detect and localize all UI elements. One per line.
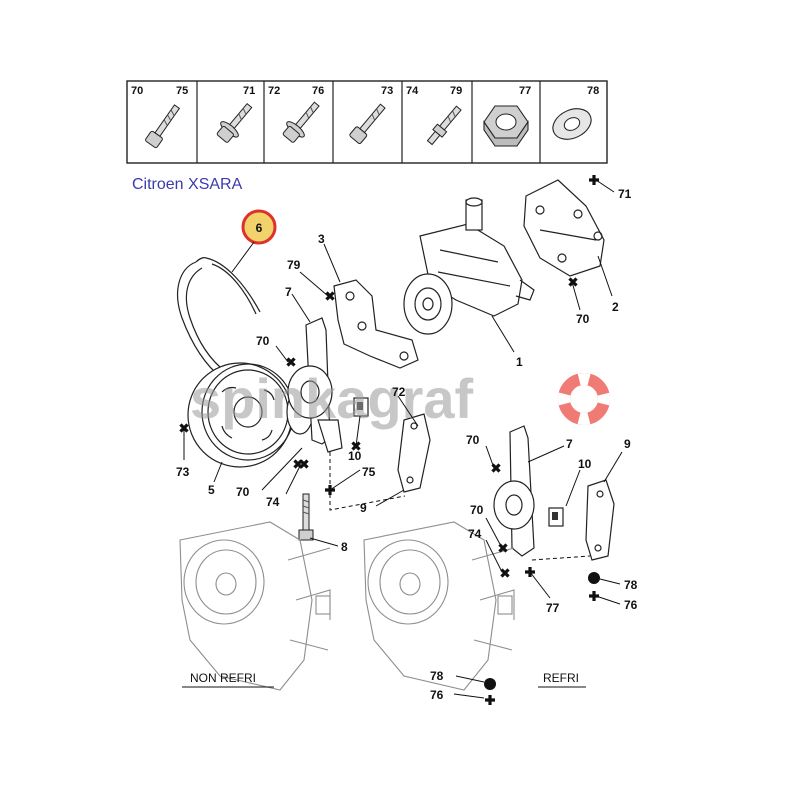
cross-marker-10	[491, 463, 501, 473]
watermark-text: spinkagraf	[190, 367, 474, 430]
callout-9-right: 9	[624, 437, 631, 451]
cross-marker-2	[325, 291, 335, 301]
leader-lines	[183, 179, 623, 699]
fastener-markers	[179, 175, 600, 705]
callout-3: 3	[318, 232, 325, 246]
header-box-3-right: 76	[312, 85, 324, 97]
header-box-7-right: 78	[587, 85, 599, 97]
callout-78-bottom: 78	[430, 669, 444, 683]
lifebuoy-icon	[558, 373, 610, 425]
callout-73: 73	[176, 465, 190, 479]
callout-79: 79	[287, 258, 301, 272]
cross-marker-3	[286, 357, 296, 367]
callout-10-left: 10	[348, 449, 362, 463]
cross-marker-1	[589, 175, 599, 185]
callout-74-left: 74	[266, 495, 280, 509]
power-steering-pump	[403, 197, 535, 335]
callout-8: 8	[341, 540, 348, 554]
header-parts-table: 70 75 71 72 76 73 74 79 77 78	[126, 80, 608, 164]
spacer-plate-left-hole	[357, 402, 363, 410]
callout-75: 75	[362, 465, 376, 479]
header-box-1-left: 70	[131, 85, 143, 97]
section-label-refri: REFRI	[543, 671, 579, 685]
callout-70-bottom-left: 70	[236, 485, 250, 499]
header-box-5-left: 74	[406, 85, 419, 97]
tensioner-left	[287, 317, 343, 453]
cross-marker-12	[500, 568, 510, 578]
header-box-6-right: 77	[519, 85, 531, 97]
callout-1: 1	[516, 355, 523, 369]
rear-bracket	[523, 179, 605, 277]
callout-10-right: 10	[578, 457, 592, 471]
dot-marker-1	[588, 572, 600, 584]
callout-70-left: 70	[256, 334, 270, 348]
callout-78-right: 78	[624, 578, 638, 592]
header-box-2-right: 71	[243, 85, 255, 97]
dot-marker-2	[484, 678, 496, 690]
bolt-icon	[349, 103, 386, 144]
model-caption: Citroen XSARA	[132, 176, 243, 193]
flange-bolt-icon	[216, 102, 253, 143]
callout-5: 5	[208, 483, 215, 497]
callout-9-left: 9	[360, 501, 367, 515]
highlight-part-label: 6	[256, 221, 263, 235]
cross-marker-15	[485, 695, 495, 705]
engine-block-non-refri	[179, 521, 331, 691]
callout-2: 2	[612, 300, 619, 314]
header-box-3-left: 72	[268, 85, 280, 97]
bolt-icon	[145, 104, 181, 149]
callout-72: 72	[392, 385, 406, 399]
stud-bolt-icon	[426, 105, 462, 146]
hex-nut-icon	[483, 105, 529, 147]
callout-76-bottom: 76	[430, 688, 444, 702]
tensioner-right	[493, 425, 535, 557]
callout-70-mid-right: 70	[466, 433, 480, 447]
drive-belt	[177, 257, 261, 379]
spacer-plate-right-hole	[552, 512, 558, 520]
watermark: spinkagraf	[190, 367, 610, 430]
callout-70-lower-right: 70	[470, 503, 484, 517]
callout-74-right: 74	[468, 527, 482, 541]
long-bolt	[298, 493, 314, 541]
cross-marker-4	[568, 277, 578, 287]
header-box-5-right: 79	[450, 85, 462, 97]
callout-76-right: 76	[624, 598, 638, 612]
header-box-4-right: 73	[381, 85, 393, 97]
callout-77: 77	[546, 601, 560, 615]
highlight-part-6[interactable]: 6	[241, 209, 277, 245]
callout-7-left: 7	[285, 285, 292, 299]
callout-71: 71	[618, 187, 632, 201]
header-box-1-right: 75	[176, 85, 188, 97]
washer-icon	[552, 108, 592, 140]
mounting-bracket	[333, 279, 419, 369]
flange-bolt-icon	[282, 101, 320, 143]
callout-labels: 71 3 79 7 2 70 70 1 72 73 5 10 75 70 74 …	[176, 187, 638, 702]
support-arm-left	[397, 413, 431, 493]
callout-7-right: 7	[566, 437, 573, 451]
callout-70-top-right: 70	[576, 312, 590, 326]
section-label-non-refri: NON REFRI	[190, 671, 256, 685]
engine-block-refri	[363, 521, 515, 691]
support-arm-right	[585, 479, 615, 561]
